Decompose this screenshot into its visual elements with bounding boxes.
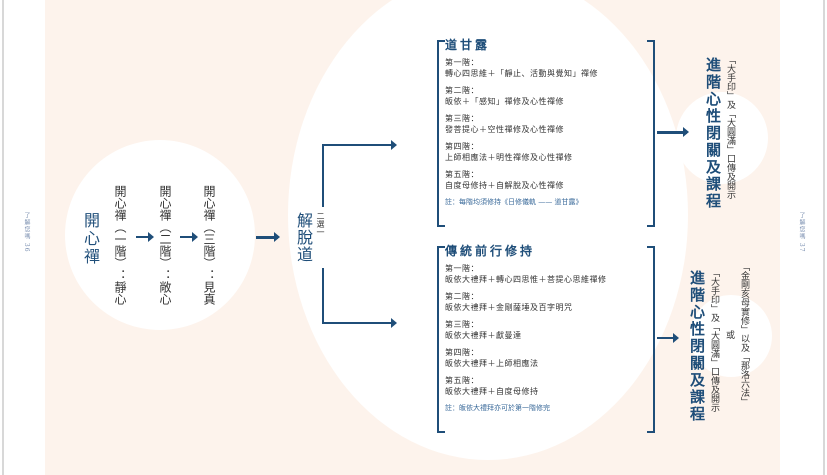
note: 註：每階均須修持《日修儀軌 —— 道甘露》 <box>445 198 583 206</box>
right-circle-bottom <box>690 295 772 377</box>
folio-left: 了解您嗎 36 <box>23 212 30 253</box>
arrow-icon <box>180 232 198 242</box>
path-title: 傳統前行修持 <box>445 244 536 258</box>
folio-right: 了解您嗎 37 <box>798 212 805 253</box>
arrow-icon <box>136 232 154 242</box>
page-edge <box>2 0 4 475</box>
advanced1-title: 進階心性閉關及課程 <box>704 57 722 210</box>
left-circle <box>65 140 255 330</box>
step: 第四階：皈依大禮拜＋上師相應法 <box>445 348 539 368</box>
step: 第五階：自度母修持＋自解脫及心性禪修 <box>445 170 564 190</box>
big-circle <box>288 0 688 460</box>
connector <box>322 145 324 207</box>
kaixinchan-title: 開心禪 <box>81 212 100 266</box>
path-traditional: 傳統前行修持 第一階：皈依大禮拜＋轉心四思惟＋菩提心思維禪修 第二階：皈依大禮拜… <box>437 244 655 433</box>
stage-3: 開心禪（三階）：見真 <box>202 185 216 305</box>
arrow-icon <box>657 127 689 137</box>
step: 第一階：轉心四思維＋「靜止、活動與覺知」禪修 <box>445 58 598 78</box>
stage-2: 開心禪（二階）：敞心 <box>158 185 172 305</box>
advanced2-desc: 「大手印」及「大圓滿」口傳及開示 <box>709 268 719 412</box>
arrow-icon <box>322 318 397 328</box>
step: 第二階：皈依大禮拜＋金剛薩埵及百字明咒 <box>445 292 573 312</box>
step: 第二階：皈依＋「感知」禪修及心性禪修 <box>445 86 564 106</box>
stage-1: 開心禪（一階）：靜心 <box>113 185 127 305</box>
step: 第五階：皈依大禮拜＋自度母修持 <box>445 376 539 396</box>
path-daganlu: 道甘露 第一階：轉心四思維＋「靜止、活動與覺知」禪修 第二階：皈依＋「感知」禪修… <box>437 38 655 227</box>
arrow-icon <box>256 232 280 242</box>
right-circle-top <box>676 92 768 184</box>
step: 第四階：上師相應法＋明性禪修及心性禪修 <box>445 142 573 162</box>
note: 註：皈依大禮拜亦可於第一階修完 <box>445 404 550 412</box>
page-edge <box>823 0 825 475</box>
arrow-icon <box>657 333 679 343</box>
liberation-title: 解脫道 <box>294 212 313 263</box>
advanced2-title: 進階心性閉關及課程 <box>688 270 706 423</box>
advanced2-alt: 「金剛亥母實修」以及「那洛六法」 <box>739 262 749 406</box>
arrow-icon <box>322 140 397 150</box>
choose-one: 二選一 <box>316 212 325 236</box>
connector <box>322 268 324 323</box>
step: 第三階：發菩提心＋空性禪修及心性禪修 <box>445 114 564 134</box>
step: 第三階：皈依大禮拜＋獻曼達 <box>445 320 522 340</box>
advanced1-desc: 「大手印」及「大圓滿」口傳及開示 <box>725 55 735 199</box>
path-title: 道甘露 <box>445 38 491 52</box>
or-label: 或 <box>724 330 734 339</box>
step: 第一階：皈依大禮拜＋轉心四思惟＋菩提心思維禪修 <box>445 264 607 284</box>
